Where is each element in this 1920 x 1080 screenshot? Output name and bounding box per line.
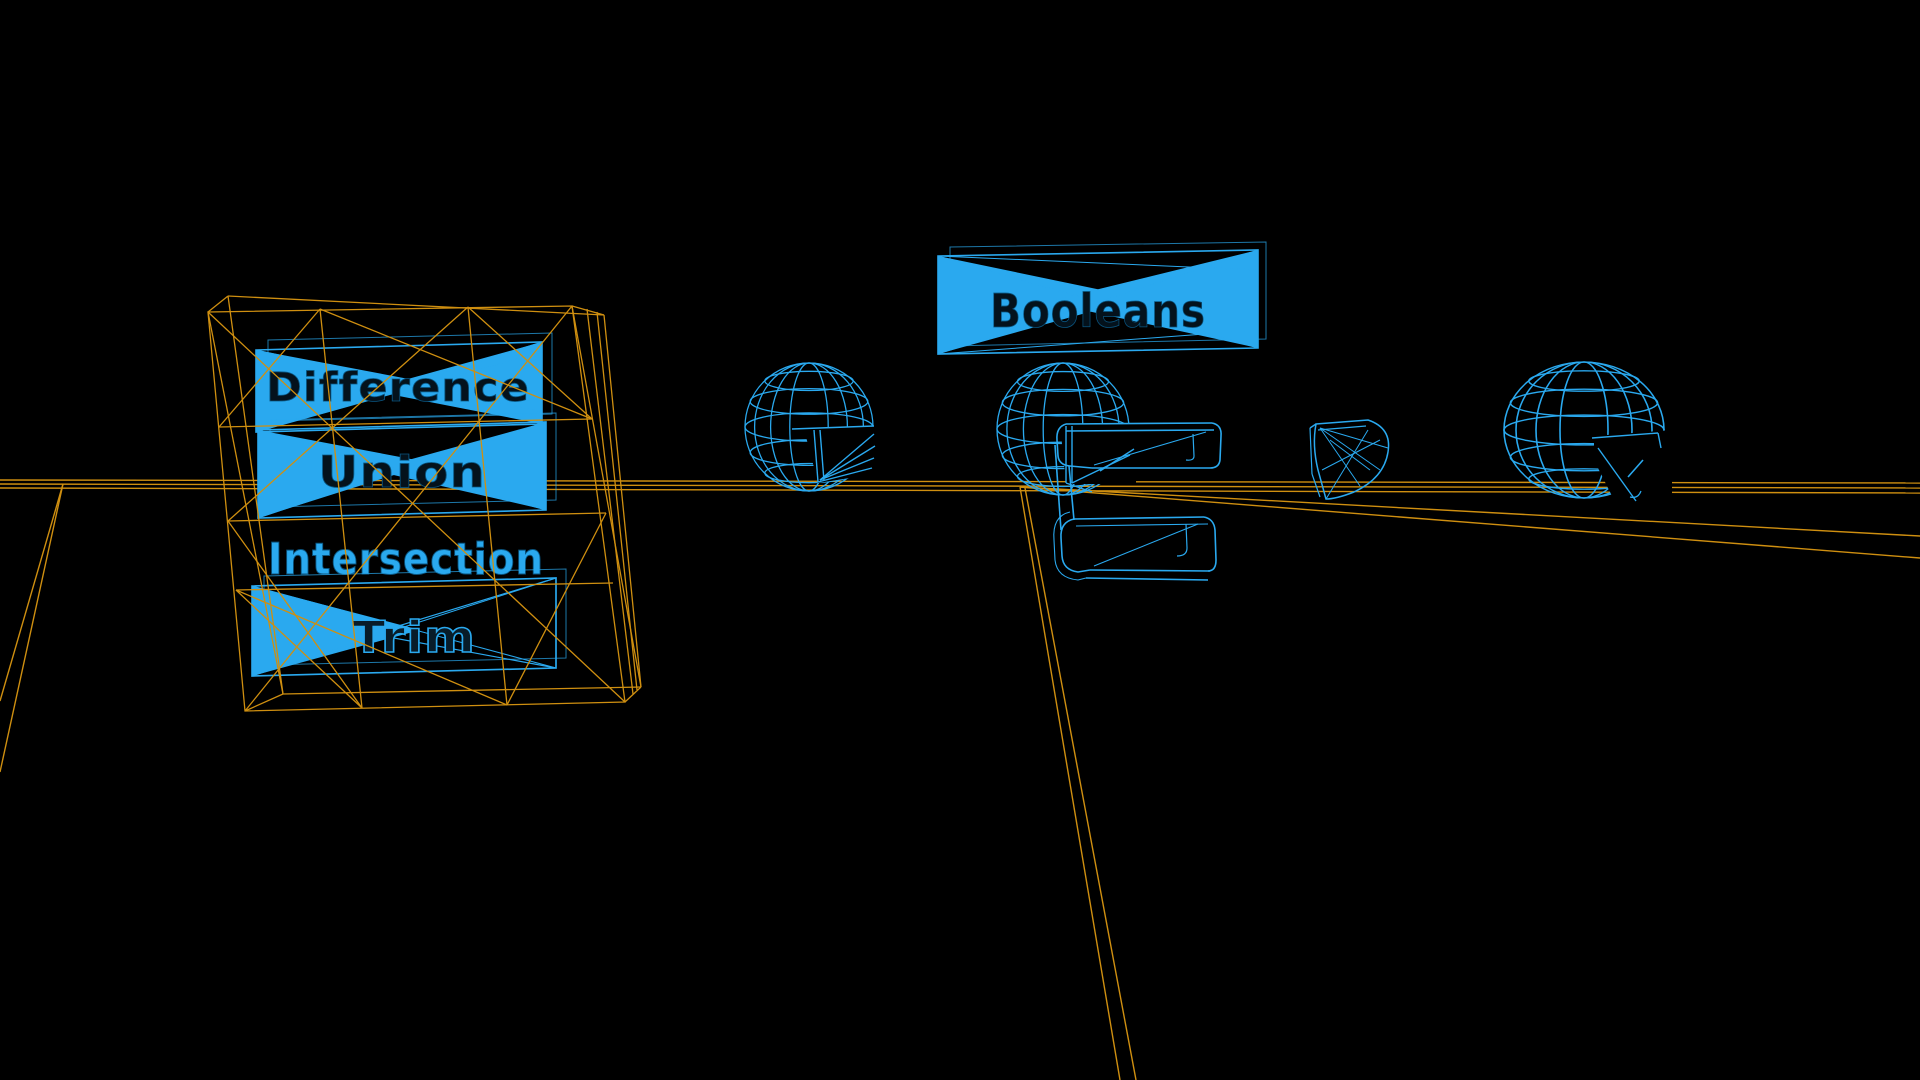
- sphere-with-box-cutout: [744, 362, 881, 492]
- menu-item-intersection[interactable]: Intersection: [268, 534, 544, 586]
- sphere-with-wedge-cutout: [1503, 361, 1672, 508]
- comma-solid: [1309, 419, 1390, 500]
- difference-label: Difference: [266, 365, 530, 411]
- union-label: Union: [318, 447, 486, 498]
- booleans-label: Booleans: [990, 284, 1206, 338]
- floating-edge-fragment: [1627, 459, 1644, 478]
- menu-item-trim[interactable]: Trim: [251, 568, 567, 677]
- trim-label: Trim: [352, 612, 476, 663]
- sphere-with-large-box-cutout: [996, 362, 1136, 496]
- menu-item-difference[interactable]: Difference: [255, 332, 553, 433]
- bounding-cage: [207, 295, 642, 712]
- menu-item-union[interactable]: Union: [257, 412, 557, 519]
- menu-header-booleans[interactable]: Booleans: [937, 241, 1267, 355]
- boolean-menu: Difference Union Intersection Trim: [251, 332, 567, 677]
- bracket-solid: [1053, 422, 1222, 581]
- intersection-label: Intersection: [268, 534, 544, 585]
